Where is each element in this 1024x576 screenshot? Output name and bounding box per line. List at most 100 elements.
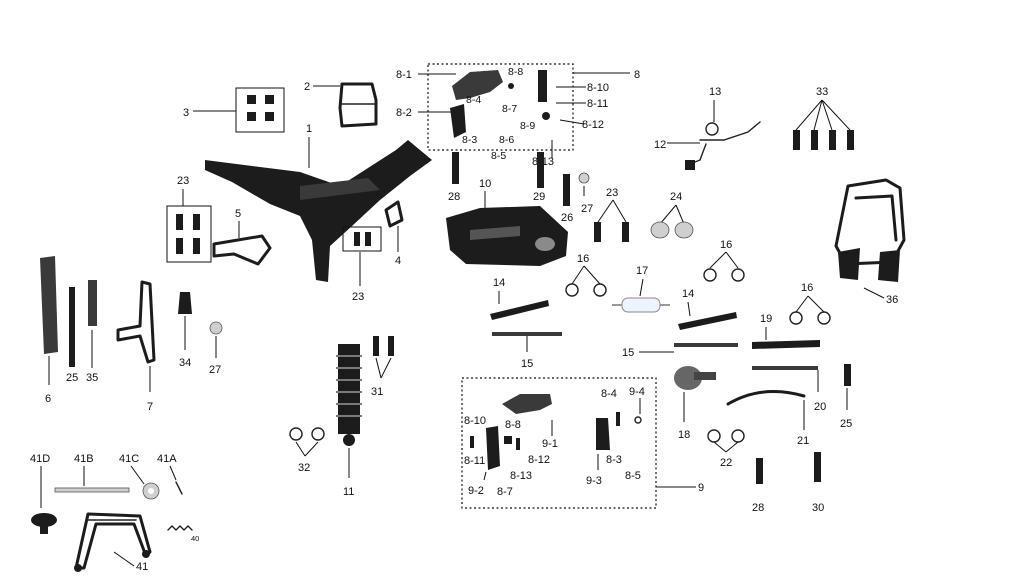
part-41A-pin bbox=[175, 481, 183, 495]
part-23-box-left bbox=[166, 205, 212, 263]
part-14-hose-left bbox=[490, 300, 549, 320]
part-20-hose bbox=[752, 366, 818, 370]
part-3-clips bbox=[247, 95, 274, 121]
footrest-bracket bbox=[452, 70, 503, 100]
label-8-6: 8-6 bbox=[499, 134, 514, 146]
label-27-center: 27 bbox=[581, 203, 593, 215]
part-9-3-plate bbox=[596, 418, 610, 450]
part-25-bolt-right bbox=[844, 364, 851, 386]
label-1: 1 bbox=[306, 123, 312, 135]
part-12-fuel-sender bbox=[685, 121, 761, 170]
part-24-grommet-b bbox=[674, 221, 694, 239]
label-8-11: 8-11 bbox=[587, 98, 608, 110]
part-23-bolt-a bbox=[594, 222, 601, 242]
label-41C: 41C bbox=[119, 453, 139, 465]
washer-8-12 bbox=[542, 112, 550, 120]
part-15-hose-left bbox=[492, 332, 562, 336]
label-8-12: 8-12 bbox=[582, 119, 604, 131]
part-14-hose-right bbox=[678, 312, 737, 330]
part-10-fuel-tank bbox=[446, 206, 568, 266]
part-35-spring bbox=[88, 280, 97, 326]
part-11-shock-absorber bbox=[336, 344, 362, 446]
part-36-rear-rack bbox=[834, 178, 906, 282]
label-17: 17 bbox=[636, 265, 648, 277]
part-4-bracket bbox=[384, 200, 404, 228]
part-22-clip-b bbox=[731, 429, 745, 443]
label-27-left: 27 bbox=[209, 364, 221, 376]
part-16-clip-d bbox=[731, 268, 745, 282]
label-36: 36 bbox=[886, 294, 898, 306]
label-16-center: 16 bbox=[720, 239, 732, 251]
label-25-left: 25 bbox=[66, 372, 78, 384]
label-9-8-11: 8-11 bbox=[464, 455, 485, 467]
label-16-right: 16 bbox=[801, 282, 813, 294]
label-9-4: 9-4 bbox=[629, 386, 645, 398]
label-8-8: 8-8 bbox=[508, 66, 523, 78]
part-31-bolt-b bbox=[388, 336, 394, 356]
label-9-8-3: 8-3 bbox=[606, 454, 622, 466]
label-9-1: 9-1 bbox=[542, 438, 558, 450]
label-20: 20 bbox=[814, 401, 826, 413]
part-18-fuel-cock bbox=[674, 366, 716, 390]
part-41-center-stand bbox=[74, 512, 152, 572]
label-41: 41 bbox=[136, 561, 148, 573]
label-35: 35 bbox=[86, 372, 98, 384]
part-28-bolt-bottom bbox=[756, 458, 763, 484]
label-8-2: 8-2 bbox=[396, 107, 412, 119]
part-23-bolts-left bbox=[176, 214, 200, 254]
part-3-box bbox=[235, 87, 285, 133]
label-8-3: 8-3 bbox=[462, 134, 477, 146]
part-31-bolt-a bbox=[373, 336, 379, 356]
part-7-side-stand bbox=[116, 280, 156, 364]
label-12: 12 bbox=[654, 139, 666, 151]
label-8-1: 8-1 bbox=[396, 69, 412, 81]
label-8-4: 8-4 bbox=[466, 94, 481, 106]
part-15-hose-right bbox=[674, 343, 738, 347]
label-8-5: 8-5 bbox=[491, 150, 506, 162]
label-28-bottom: 28 bbox=[752, 502, 764, 514]
group-8-box bbox=[427, 63, 574, 151]
label-2: 2 bbox=[304, 81, 310, 93]
label-15-left: 15 bbox=[521, 358, 533, 370]
label-13: 13 bbox=[709, 86, 721, 98]
washer-8-8 bbox=[508, 83, 514, 89]
part-16-clip-a bbox=[565, 283, 579, 297]
label-9-8-7: 8-7 bbox=[497, 486, 513, 498]
label-15-right: 15 bbox=[622, 347, 634, 359]
label-31: 31 bbox=[371, 386, 383, 398]
label-30: 30 bbox=[812, 502, 824, 514]
label-23-left: 23 bbox=[177, 175, 189, 187]
part-27-washer-left bbox=[209, 321, 223, 335]
part-23-bolt-b bbox=[622, 222, 629, 242]
part-2-bracket bbox=[338, 82, 378, 128]
part-29-bolt bbox=[537, 152, 544, 188]
peg-bolt bbox=[538, 70, 547, 102]
label-34: 34 bbox=[179, 357, 191, 369]
label-40: 40 bbox=[191, 534, 199, 543]
label-7: 7 bbox=[147, 401, 153, 413]
label-9: 9 bbox=[698, 482, 704, 494]
part-16-clip-c bbox=[703, 268, 717, 282]
part-19-hose bbox=[752, 340, 820, 349]
label-8-10: 8-10 bbox=[587, 82, 609, 94]
part-30-bolt bbox=[814, 452, 821, 482]
footpeg-rubber bbox=[450, 104, 466, 138]
label-10: 10 bbox=[479, 178, 491, 190]
part-33-bolts bbox=[793, 130, 854, 150]
label-41D: 41D bbox=[30, 453, 50, 465]
label-18: 18 bbox=[678, 429, 690, 441]
label-8-7: 8-7 bbox=[502, 103, 517, 115]
part-32-clip-a bbox=[289, 427, 303, 441]
part-9-2-rubber bbox=[486, 426, 500, 470]
part-25-bolt bbox=[69, 287, 75, 367]
part-13-clamp bbox=[705, 122, 719, 136]
part-22-clip-a bbox=[707, 429, 721, 443]
label-6: 6 bbox=[45, 393, 51, 405]
part-40-spring bbox=[167, 525, 193, 531]
part-16-clip-e bbox=[789, 311, 803, 325]
part-6-pad bbox=[40, 256, 58, 354]
label-8: 8 bbox=[634, 69, 640, 81]
label-26: 26 bbox=[561, 212, 573, 224]
part-1-frame bbox=[205, 140, 432, 282]
